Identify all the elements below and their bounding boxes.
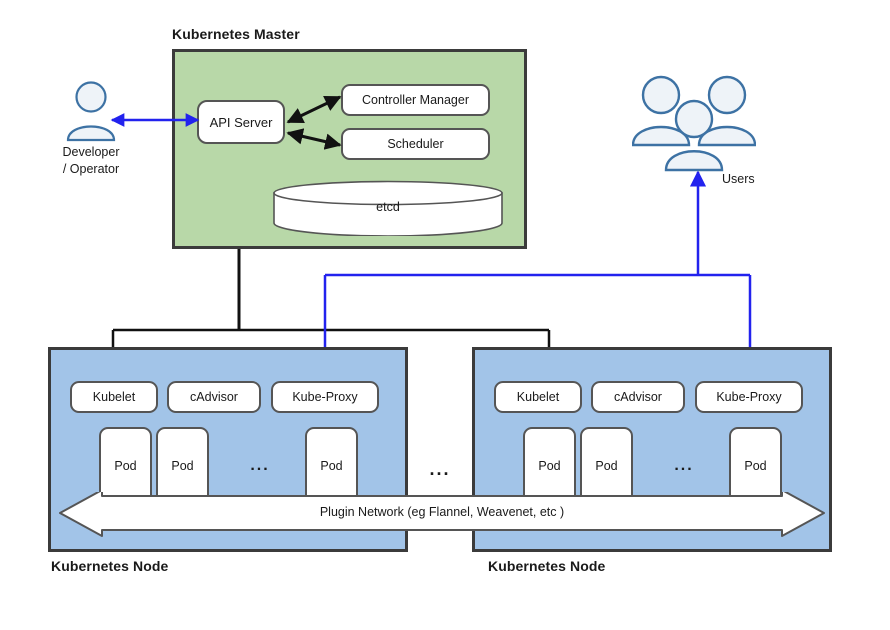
node-2-pod-n-label: Pod <box>744 459 767 473</box>
node-2-component-kubelet[interactable]: Kubelet <box>494 381 582 413</box>
scheduler-label: Scheduler <box>387 137 444 151</box>
etcd-label: etcd <box>376 200 400 214</box>
developer-caption: Developer / Operator <box>26 144 156 178</box>
users-caption: Users <box>722 172 755 186</box>
datastore-etcd[interactable] <box>272 180 504 236</box>
component-scheduler[interactable]: Scheduler <box>341 128 490 160</box>
node-2-pod-n[interactable]: Pod <box>729 427 782 505</box>
api-server-label: API Server <box>209 114 273 130</box>
node-1-pod-n-label: Pod <box>320 459 343 473</box>
node-2-pod-1[interactable]: Pod <box>523 427 576 505</box>
node-1-pod-1-label: Pod <box>114 459 137 473</box>
node-2-pod-1-label: Pod <box>538 459 561 473</box>
node-1-kubelet-label: Kubelet <box>92 390 136 404</box>
node-1-cadvisor-label: cAdvisor <box>190 390 238 404</box>
developer-label-line1: Developer <box>62 145 120 159</box>
node-2-title: Kubernetes Node <box>488 558 606 574</box>
node-1-component-cadvisor[interactable]: cAdvisor <box>167 381 261 413</box>
node-1-kube-proxy-label: Kube-Proxy <box>292 390 358 404</box>
node-2-kubelet-label: Kubelet <box>516 390 560 404</box>
node-2-kube-proxy-label: Kube-Proxy <box>716 390 782 404</box>
node-1-pods-ellipsis: ... <box>250 457 270 474</box>
plugin-network-band <box>59 492 825 537</box>
node-1-title: Kubernetes Node <box>51 558 169 574</box>
controller-manager-label: Controller Manager <box>362 93 469 107</box>
node-1-pod-n[interactable]: Pod <box>305 427 358 505</box>
node-2-cadvisor-label: cAdvisor <box>614 390 662 404</box>
users-group-icon <box>632 75 756 172</box>
node-1-component-kubelet[interactable]: Kubelet <box>70 381 158 413</box>
node-1-pod-2-label: Pod <box>171 459 194 473</box>
developer-label-line2: / Operator <box>62 161 120 176</box>
node-2-pod-2-label: Pod <box>595 459 618 473</box>
master-title: Kubernetes Master <box>172 26 300 42</box>
node-2-component-kube-proxy[interactable]: Kube-Proxy <box>695 381 803 413</box>
master-internal-connectors <box>286 95 342 150</box>
connection-developer-to-api-server <box>110 113 200 127</box>
node-2-pods-ellipsis: ... <box>674 457 694 474</box>
component-controller-manager[interactable]: Controller Manager <box>341 84 490 116</box>
component-api-server[interactable]: API Server <box>197 100 285 144</box>
plugin-network-label: Plugin Network (eg Flannel, Weavenet, et… <box>319 505 565 519</box>
node-1-component-kube-proxy[interactable]: Kube-Proxy <box>271 381 379 413</box>
node-1-pod-1[interactable]: Pod <box>99 427 152 505</box>
person-icon <box>66 81 116 142</box>
between-nodes-ellipsis: ... <box>429 458 451 479</box>
node-2-component-cadvisor[interactable]: cAdvisor <box>591 381 685 413</box>
